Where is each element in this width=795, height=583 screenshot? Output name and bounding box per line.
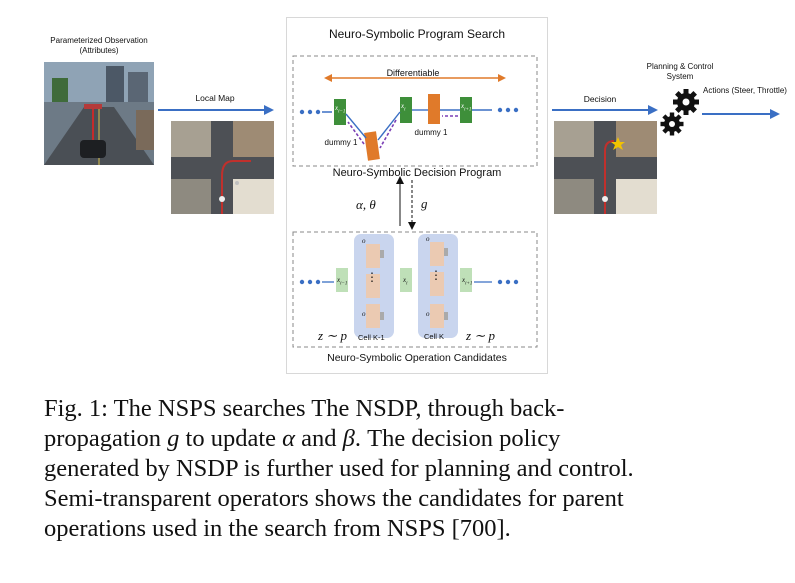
actions-label: Actions (Steer, Throttle) <box>703 86 787 95</box>
o-right-bot: o <box>426 310 430 318</box>
z-p-right: z ∼ p <box>466 328 495 343</box>
o-left-top: o <box>362 237 366 245</box>
x-im1-top: xi−1 <box>335 104 346 115</box>
planning-label: Planning & Control System <box>646 62 714 81</box>
z-p-left: z ∼ p <box>318 328 347 343</box>
caption-line-1: Fig. 1: The NSPS searches The NSDP, thro… <box>44 395 565 422</box>
x-i-top: xi <box>401 102 406 113</box>
x-ip1-top: xi+1 <box>461 102 472 113</box>
cell-k1-label: Cell K-1 <box>358 333 385 342</box>
decision-arrow <box>552 105 658 115</box>
cell-k-label: Cell K <box>424 332 445 341</box>
o-right-top: o <box>426 235 430 243</box>
caption-line-5: operations used in the search from NSPS … <box>44 515 511 542</box>
dummy-left-label: dummy 1 <box>324 138 358 147</box>
x-ip1-bottom: xi+1 <box>462 276 473 287</box>
x-im1-bottom: xi−1 <box>337 276 348 287</box>
x-i-bottom: xi <box>403 276 408 287</box>
g-label: g <box>421 196 428 211</box>
driving-scene-image <box>44 62 154 165</box>
decision-label: Decision <box>583 94 617 104</box>
caption-line-4: Semi-transparent operators shows the can… <box>44 485 624 512</box>
alpha-theta-label: α, θ <box>356 197 376 212</box>
o-left-bot: o <box>362 310 366 318</box>
search-title: Neuro-Symbolic Program Search <box>328 27 506 41</box>
decision-map-image <box>554 121 657 214</box>
caption-line-3: generated by NSDP is further used for pl… <box>44 455 634 482</box>
dots-right: ⋮ <box>430 268 442 282</box>
differentiable-label: Differentiable <box>386 68 440 78</box>
local-map-arrow <box>158 105 274 115</box>
dots-left: ⋮ <box>366 270 378 284</box>
caption-line-2: propagation g to update α and β. The dec… <box>44 425 561 452</box>
local-map-label: Local Map <box>195 93 235 103</box>
param-obs-label: Parameterized Observation (Attributes) <box>50 36 148 55</box>
local-map-image <box>171 121 274 214</box>
gear-icon <box>660 89 699 136</box>
candidates-label: Neuro-Symbolic Operation Candidates <box>327 352 507 364</box>
dummy-right-label: dummy 1 <box>414 128 448 137</box>
decision-program-label: Neuro-Symbolic Decision Program <box>332 167 502 179</box>
center-diagram <box>292 55 538 348</box>
figure-caption: Fig. 1: The NSPS searches The NSDP, thro… <box>44 394 780 544</box>
actions-arrow <box>702 109 780 119</box>
